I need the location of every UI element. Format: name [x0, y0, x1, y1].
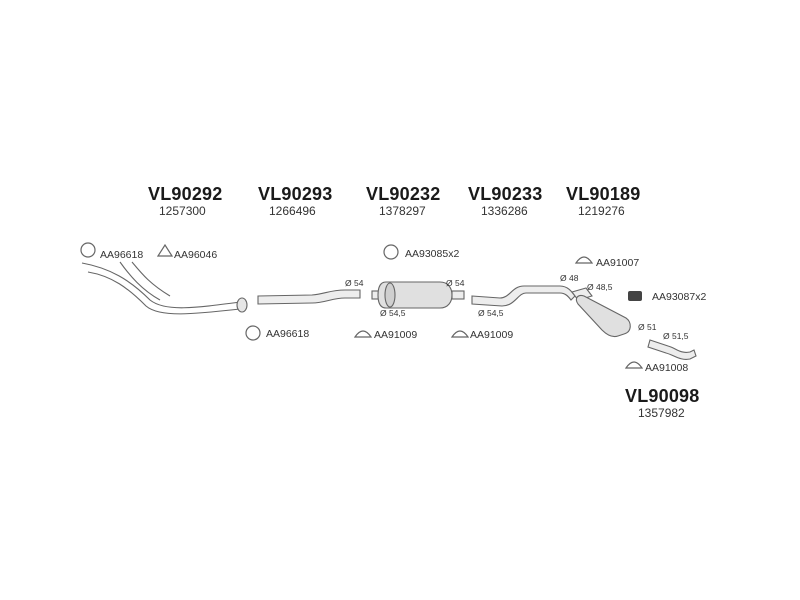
clamp-icon-3 [574, 256, 594, 264]
accessory-label-ring-front: AA96618 [100, 249, 144, 261]
accessory-label-clamp-rear: AA91007 [596, 257, 640, 269]
part-number-rear-connecting-pipe: 1336286 [481, 204, 528, 218]
part-number-tail-pipe: 1357982 [638, 406, 685, 420]
accessory-label-clamp-middle-2: AA91009 [470, 329, 514, 341]
diameter-label-7: Ø 51 [638, 322, 657, 332]
intermediate-pipe-drawing [257, 289, 361, 305]
part-number-middle-silencer: 1378297 [379, 204, 426, 218]
accessory-label-ring-lower: AA96618 [266, 328, 310, 340]
accessory-label-rubber-mount: AA93087x2 [652, 291, 707, 303]
flange-gasket-icon [156, 243, 174, 257]
clamp-icon-2 [450, 330, 470, 338]
clamp-icon-4 [624, 361, 644, 369]
diameter-label-3: Ø 54,5 [380, 308, 406, 318]
ring-gasket-icon-2 [245, 325, 261, 341]
diameter-label-2: Ø 54 [446, 278, 465, 288]
diameter-label-5: Ø 48 [560, 273, 579, 283]
diameter-label-8: Ø 51,5 [663, 331, 689, 341]
ring-gasket-icon-3 [383, 244, 399, 260]
diameter-label-6: Ø 48,5 [587, 282, 613, 292]
diameter-label-4: Ø 54,5 [478, 308, 504, 318]
part-code-tail-pipe: VL90098 [625, 386, 700, 406]
clamp-icon-1 [353, 330, 373, 338]
part-code-rear-silencer: VL90189 [566, 184, 641, 204]
accessory-label-flange-gasket: AA96046 [174, 249, 218, 261]
part-code-middle-silencer: VL90232 [366, 184, 441, 204]
part-code-rear-connecting-pipe: VL90233 [468, 184, 543, 204]
accessory-label-ring-middle: AA93085x2 [405, 248, 460, 260]
rear-connecting-pipe-drawing [471, 285, 576, 307]
part-number-front-pipe: 1257300 [159, 204, 206, 218]
rubber-mount-icon [628, 291, 642, 301]
middle-silencer-drawing [371, 281, 465, 309]
diameter-label-1: Ø 54 [345, 278, 364, 288]
accessory-label-clamp-middle-1: AA91009 [374, 329, 418, 341]
accessory-label-clamp-tail: AA91008 [645, 362, 689, 374]
ring-gasket-icon [80, 242, 96, 258]
part-number-rear-silencer: 1219276 [578, 204, 625, 218]
part-code-intermediate-pipe: VL90293 [258, 184, 333, 204]
part-code-front-pipe: VL90292 [148, 184, 223, 204]
front-pipe-drawing [81, 261, 248, 315]
rear-silencer-drawing [571, 287, 631, 338]
tail-pipe-drawing [647, 339, 697, 360]
part-number-intermediate-pipe: 1266496 [269, 204, 316, 218]
